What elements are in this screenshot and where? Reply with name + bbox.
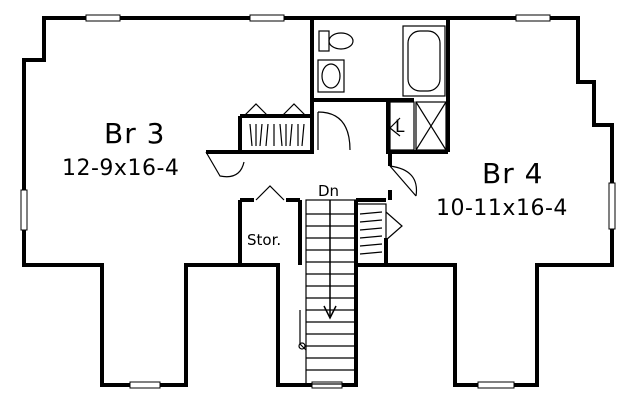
fixtures <box>205 25 447 385</box>
stair-down-label: Dn <box>318 182 340 200</box>
windows <box>20 14 616 389</box>
room-name-br4: Br 4 <box>482 157 544 190</box>
linen-closet-label: L <box>395 117 405 137</box>
storage-label: Stor. <box>247 231 282 249</box>
interior-walls <box>206 18 450 265</box>
room-dimensions-br3: 12-9x16-4 <box>62 156 180 181</box>
room-dimensions-br4: 10-11x16-4 <box>436 196 568 221</box>
room-name-br3: Br 3 <box>104 117 166 150</box>
